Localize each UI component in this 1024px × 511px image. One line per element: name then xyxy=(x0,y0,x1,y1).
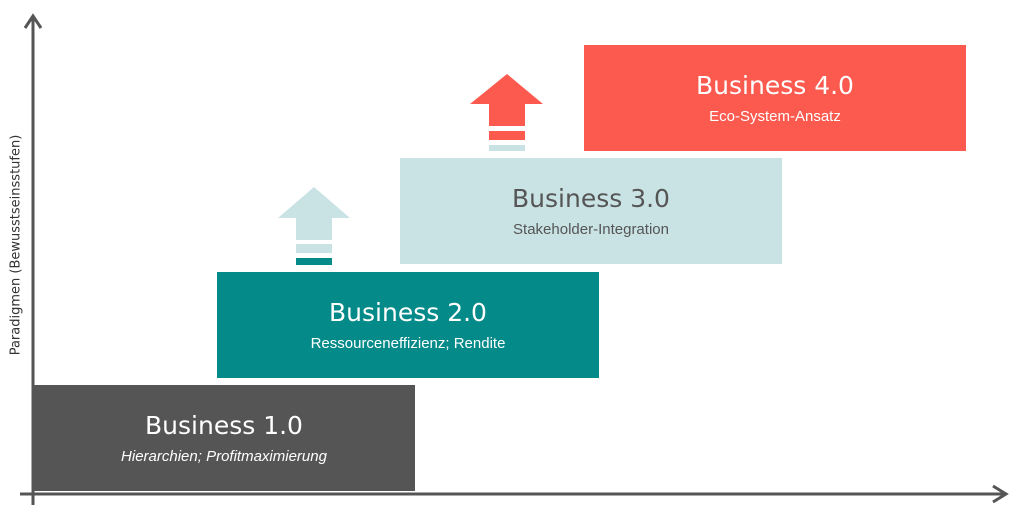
stage-subtitle: Ressourceneffizienz; Rendite xyxy=(310,335,506,352)
up-arrow-icon xyxy=(278,187,350,265)
stage-subtitle: Hierarchien; Profitmaximierung xyxy=(121,448,327,465)
stage-subtitle: Eco-System-Ansatz xyxy=(709,108,841,125)
stage-title: Business 4.0 xyxy=(696,71,854,100)
stage-business-4: Business 4.0 Eco-System-Ansatz xyxy=(584,45,966,151)
stage-subtitle: Stakeholder-Integration xyxy=(513,221,669,238)
stage-title: Business 2.0 xyxy=(329,298,487,327)
stage-title: Business 1.0 xyxy=(145,411,303,440)
up-arrow-icon xyxy=(470,74,543,151)
stage-business-2: Business 2.0 Ressourceneffizienz; Rendit… xyxy=(217,272,599,378)
stage-business-1: Business 1.0 Hierarchien; Profitmaximier… xyxy=(33,385,415,491)
stage-title: Business 3.0 xyxy=(512,184,670,213)
stage-business-3: Business 3.0 Stakeholder-Integration xyxy=(400,158,782,264)
y-axis-label: Paradigmen (Bewusstseinsstufen) xyxy=(8,134,24,356)
x-axis xyxy=(20,484,1009,504)
